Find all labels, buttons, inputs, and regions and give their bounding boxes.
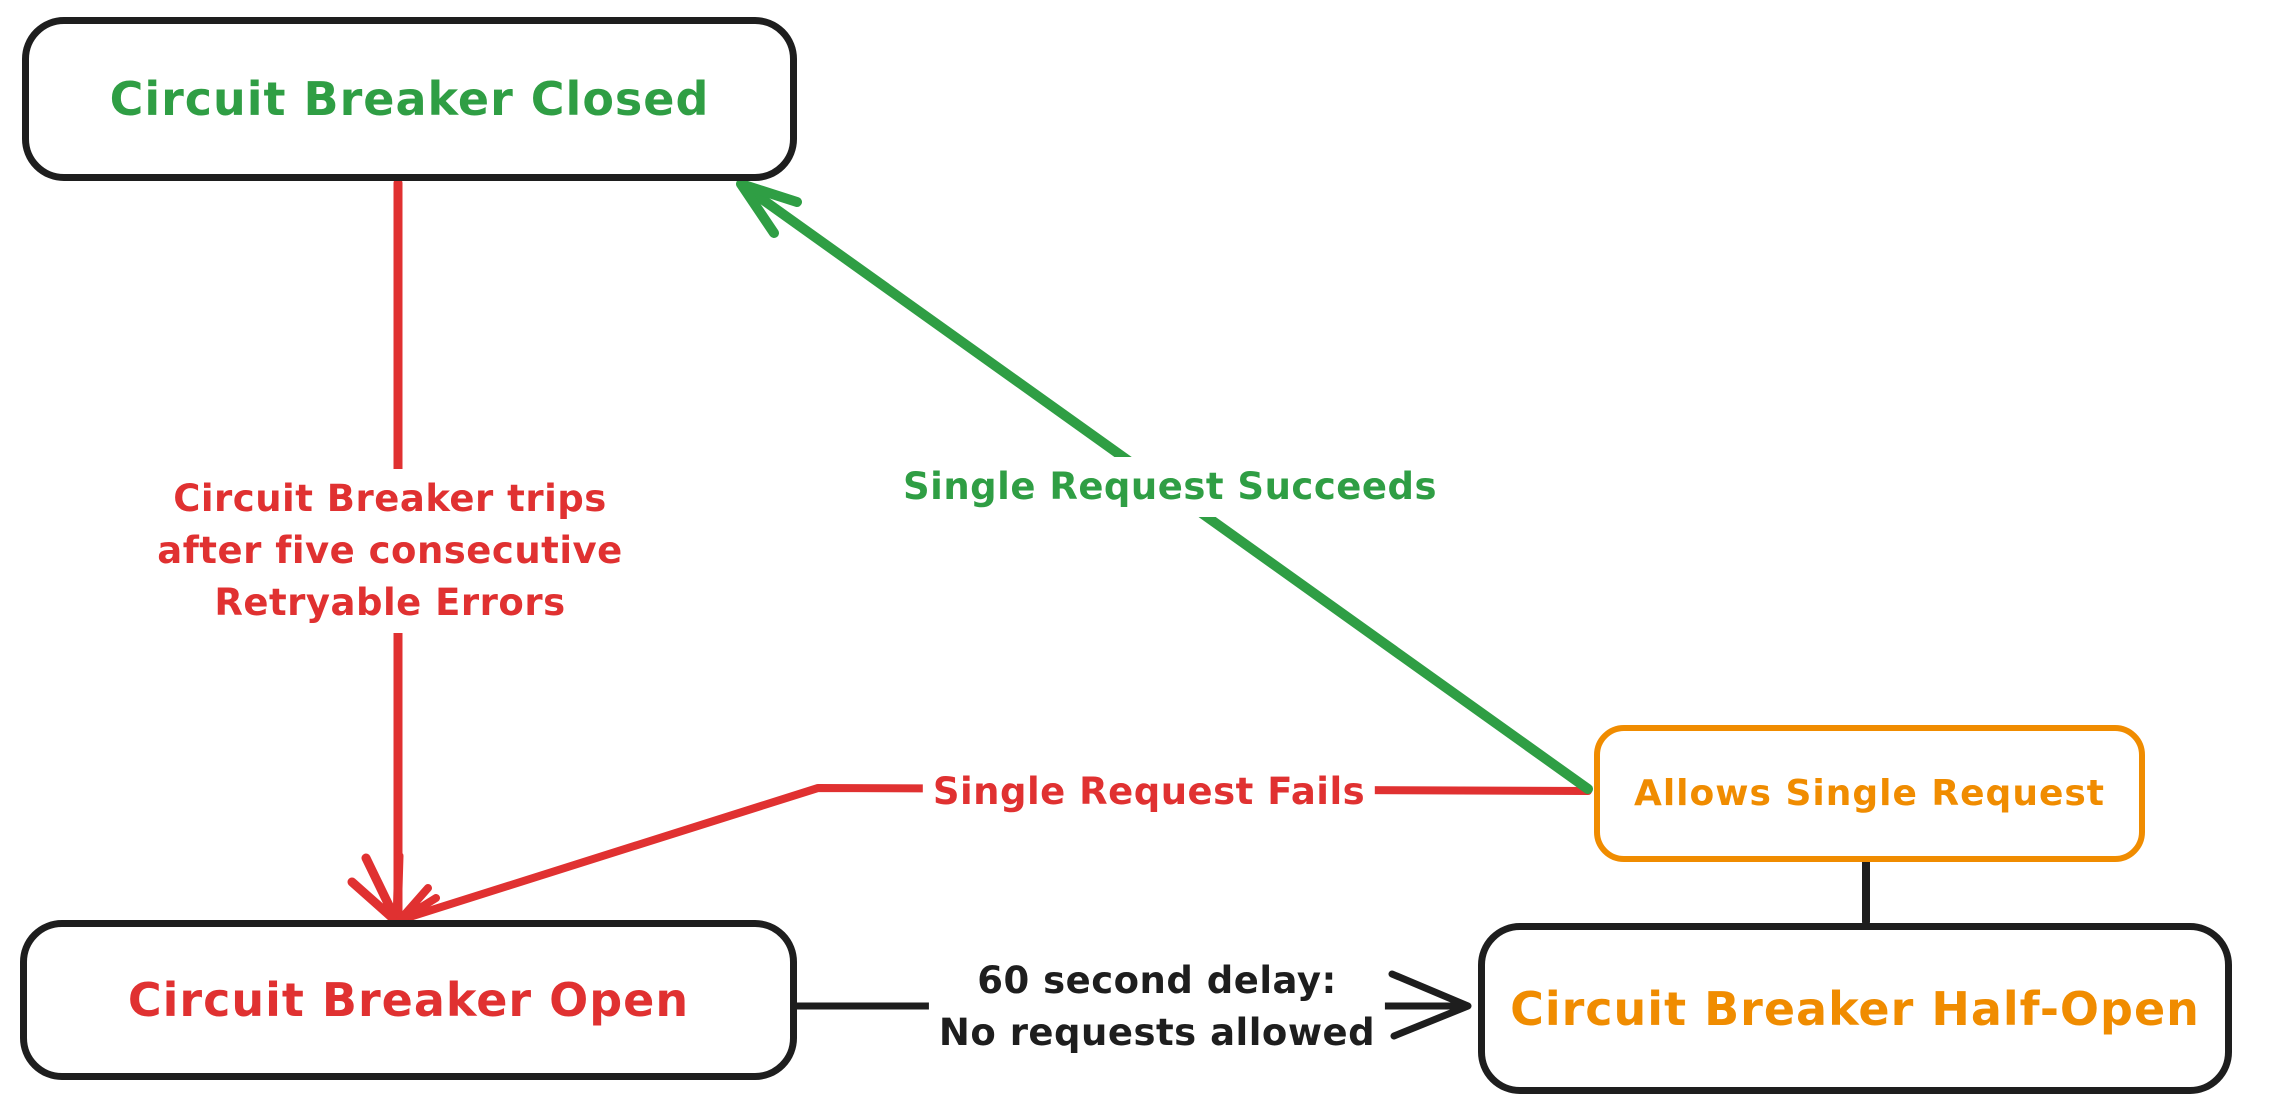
- node-circuit-breaker-half-open: Circuit Breaker Half-Open: [1478, 923, 2232, 1094]
- edge-label-trips: Circuit Breaker trips after five consecu…: [147, 469, 633, 633]
- edge-label-fails-text: Single Request Fails: [932, 770, 1366, 813]
- edge-trips-arrowhead-icon: [347, 851, 404, 927]
- edge-label-trips-line1: Circuit Breaker trips: [173, 477, 607, 520]
- edge-fails-arrowhead-icon: [395, 884, 440, 925]
- edge-label-delay-line2: No requests allowed: [938, 1011, 1376, 1054]
- node-circuit-breaker-half-open-label: Circuit Breaker Half-Open: [1510, 981, 2200, 1036]
- edge-label-fails: Single Request Fails: [922, 762, 1376, 822]
- edge-label-delay: 60 second delay: No requests allowed: [928, 951, 1386, 1063]
- node-circuit-breaker-open: Circuit Breaker Open: [20, 920, 797, 1080]
- edge-succeeds-arrowhead-icon: [736, 179, 802, 238]
- node-allows-single-request-label: Allows Single Request: [1633, 773, 2106, 814]
- edge-label-succeeds-text: Single Request Succeeds: [903, 465, 1437, 508]
- node-circuit-breaker-open-label: Circuit Breaker Open: [127, 973, 690, 1027]
- node-circuit-breaker-closed-label: Circuit Breaker Closed: [109, 72, 710, 126]
- node-circuit-breaker-closed: Circuit Breaker Closed: [22, 17, 797, 181]
- edge-delay-arrowhead-icon: [1388, 970, 1472, 1040]
- edge-label-trips-line3: Retryable Errors: [214, 581, 566, 624]
- edge-label-succeeds: Single Request Succeeds: [893, 457, 1447, 517]
- edge-label-trips-line2: after five consecutive: [157, 529, 623, 572]
- edge-label-delay-line1: 60 second delay:: [977, 959, 1337, 1002]
- node-allows-single-request: Allows Single Request: [1594, 725, 2145, 862]
